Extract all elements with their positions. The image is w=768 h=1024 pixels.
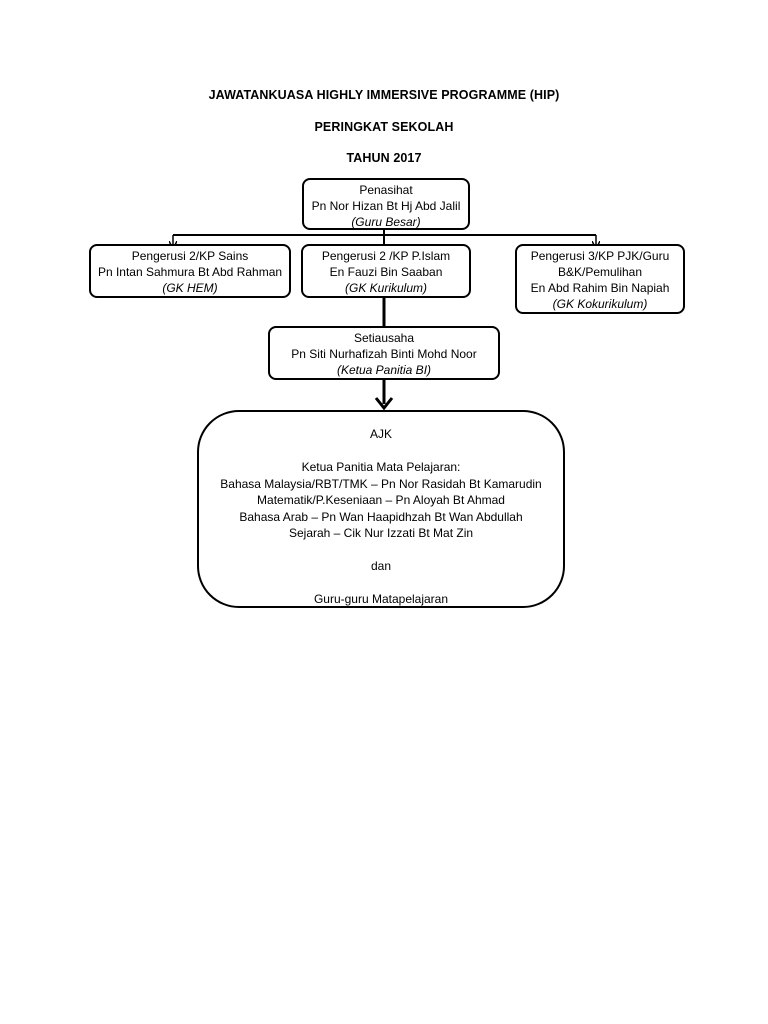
ajk-subheading: Ketua Panitia Mata Pelajaran:: [301, 460, 461, 474]
pengerusi-sains-role: Pengerusi 2/KP Sains: [131, 249, 249, 263]
penasihat-box: Penasihat Pn Nor Hizan Bt Hj Abd Jalil (…: [302, 178, 470, 230]
penasihat-position: (Guru Besar): [351, 215, 421, 229]
pengerusi-pjk-role-line1: Pengerusi 3/KP PJK/Guru: [530, 249, 670, 263]
ajk-member-arab: Bahasa Arab – Pn Wan Haapidhzah Bt Wan A…: [239, 509, 523, 524]
page-title: JAWATANKUASA HIGHLY IMMERSIVE PROGRAMME …: [208, 88, 560, 102]
pengerusi-pjk-role-line2: B&K/Pemulihan: [557, 265, 643, 279]
page-year: TAHUN 2017: [346, 151, 422, 165]
ajk-footer: Guru-guru Matapelajaran: [313, 592, 449, 606]
pengerusi-pjk-name: En Abd Rahim Bin Napiah: [530, 281, 670, 295]
page-subtitle: PERINGKAT SEKOLAH: [314, 120, 454, 134]
setiausaha-name: Pn Siti Nurhafizah Binti Mohd Noor: [291, 347, 477, 361]
pengerusi-sains-position: (GK HEM): [162, 281, 218, 295]
ajk-member-bm: Bahasa Malaysia/RBT/TMK – Pn Nor Rasidah…: [220, 476, 542, 491]
ajk-spacer-1: [199, 443, 563, 460]
ajk-member-matematik: Matematik/P.Keseniaan – Pn Aloyah Bt Ahm…: [257, 493, 505, 507]
pengerusi-sains-name: Pn Intan Sahmura Bt Abd Rahman: [97, 265, 283, 279]
pengerusi-pislam-name: En Fauzi Bin Saaban: [329, 265, 443, 279]
pengerusi-pislam-role: Pengerusi 2 /KP P.Islam: [321, 249, 451, 263]
setiausaha-role: Setiausaha: [353, 331, 415, 345]
ajk-spacer-2: [199, 542, 563, 559]
ajk-heading: AJK: [369, 427, 392, 441]
ajk-spacer-3: [199, 575, 563, 592]
pengerusi-pjk-box: Pengerusi 3/KP PJK/Guru B&K/Pemulihan En…: [515, 244, 685, 314]
ajk-conjunction: dan: [370, 559, 392, 573]
setiausaha-position: (Ketua Panitia BI): [336, 363, 432, 377]
setiausaha-box: Setiausaha Pn Siti Nurhafizah Binti Mohd…: [268, 326, 500, 380]
pengerusi-sains-box: Pengerusi 2/KP Sains Pn Intan Sahmura Bt…: [89, 244, 291, 298]
ajk-member-sejarah: Sejarah – Cik Nur Izzati Bt Mat Zin: [288, 526, 474, 540]
ajk-box: AJK Ketua Panitia Mata Pelajaran: Bahasa…: [197, 410, 565, 608]
connector-arrowhead-ajk: [374, 397, 394, 411]
pengerusi-pjk-position: (GK Kokurikulum): [552, 297, 648, 311]
pengerusi-pislam-box: Pengerusi 2 /KP P.Islam En Fauzi Bin Saa…: [301, 244, 471, 298]
penasihat-name: Pn Nor Hizan Bt Hj Abd Jalil: [311, 199, 461, 213]
penasihat-role: Penasihat: [359, 183, 413, 197]
pengerusi-pislam-position: (GK Kurikulum): [344, 281, 427, 295]
